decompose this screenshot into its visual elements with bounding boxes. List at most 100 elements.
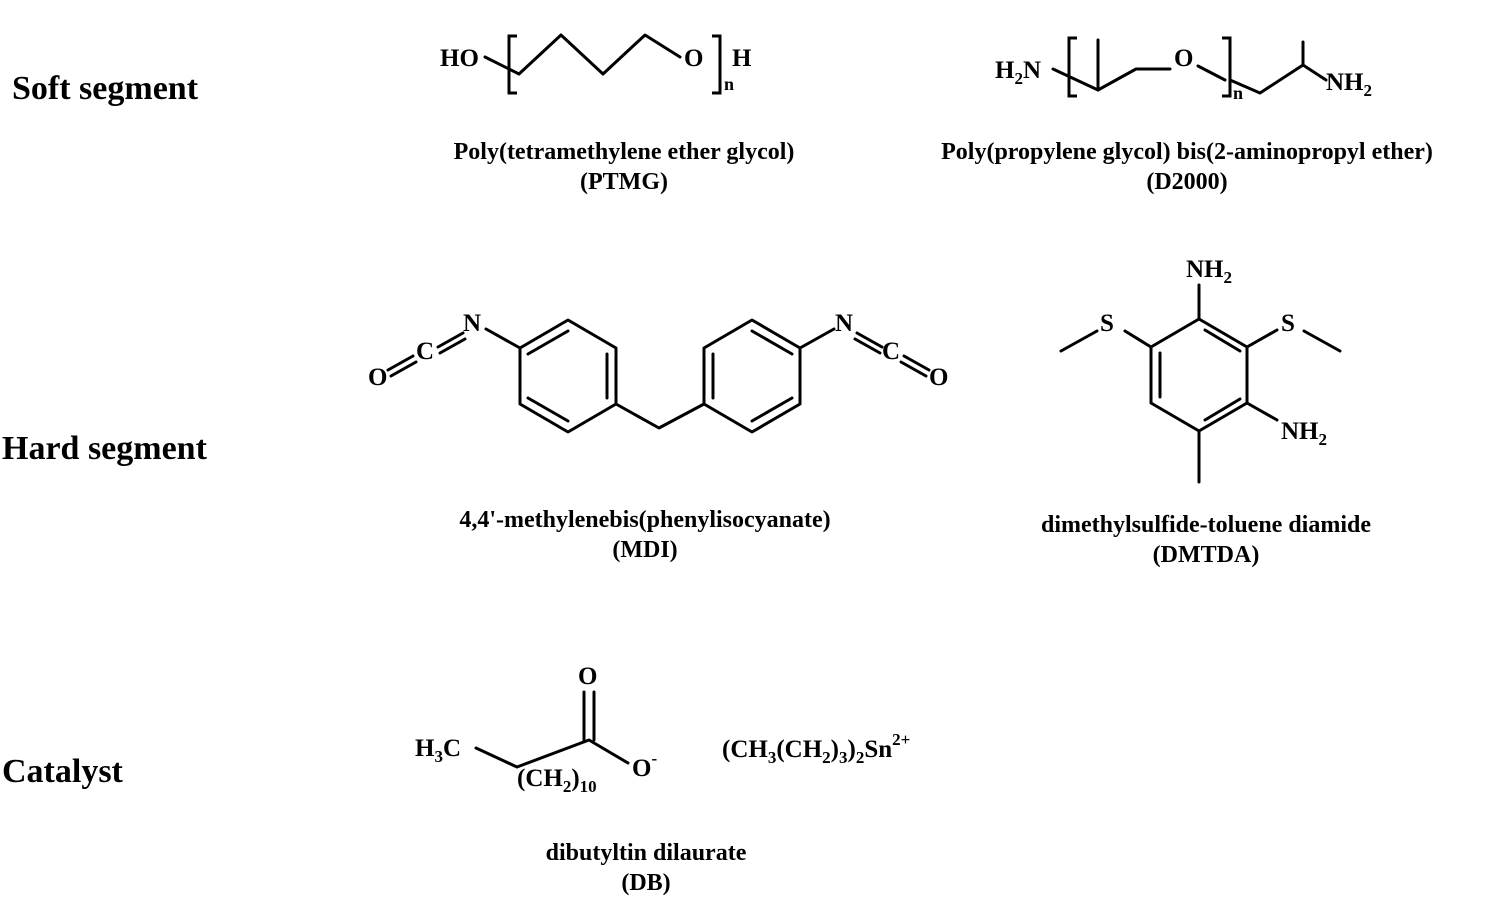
d2000-chain-bonds-a [1051, 67, 1172, 92]
db-ch2-label: (CH2)10 [517, 765, 597, 796]
mdi-cn-double-1b [438, 337, 467, 355]
dmtda-ring-dbl-b [1203, 397, 1242, 422]
ptmg-left-bracket [507, 34, 517, 95]
db-sn-p5: Sn [864, 736, 892, 763]
db-ch2-open: (CH [517, 765, 563, 792]
mdi-oc-double-1a [389, 360, 418, 378]
mdi-c2-label: C [882, 338, 900, 365]
mdi-ring-left [518, 318, 618, 434]
db-sn-charge: 2+ [892, 730, 910, 749]
d2000-h2n-n: N [1023, 57, 1041, 84]
db-sn-p2: (CH [776, 736, 822, 763]
mdi-n2-ring-bond [798, 327, 836, 350]
dmtda-name: dimethylsulfide-toluene diamide [1040, 512, 1372, 538]
dmtda-right-amine-bond [1245, 401, 1279, 422]
d2000-left-bracket [1067, 36, 1077, 98]
db-h3c-label: H3C [415, 735, 461, 766]
d2000-h2n-h: H [995, 57, 1015, 84]
dmtda-nh2-right-label: NH2 [1281, 418, 1327, 449]
d2000-right-bracket [1222, 36, 1232, 98]
dmtda-s1-label: S [1100, 310, 1114, 337]
mdi-o1-label: O [368, 364, 387, 391]
ptmg-right-bracket [712, 34, 722, 95]
dmtda-ring [1149, 317, 1249, 433]
dmtda-nh2-top-label: NH2 [1186, 256, 1232, 287]
soft-segment-heading: Soft segment [12, 70, 199, 107]
db-sn-s3: 3 [839, 748, 848, 767]
db-name: dibutyltin dilaurate [545, 840, 747, 866]
mdi-cn-double-1a [436, 331, 465, 349]
db-sn-s1: 3 [768, 748, 777, 767]
db-o-top-label: O [578, 663, 597, 690]
db-tin-cation-label: (CH3(CH2)3)2Sn2+ [722, 730, 910, 767]
mdi-n2-label: N [835, 310, 853, 337]
mdi-abbr: (MDI) [612, 537, 678, 563]
db-laurate-chain [474, 738, 630, 769]
ptmg-ho-label: HO [440, 45, 479, 72]
mdi-ring-left-dbl-a [526, 329, 570, 356]
dmtda-s2-ring-bond [1245, 328, 1279, 349]
ptmg-chain-bonds [483, 33, 682, 76]
db-abbr: (DB) [621, 870, 671, 896]
catalyst-heading: Catalyst [2, 753, 123, 790]
mdi-n1-label: N [463, 310, 481, 337]
ptmg-h-label: H [732, 45, 752, 72]
mdi-c1-label: C [416, 338, 434, 365]
ptmg-name: Poly(tetramethylene ether glycol) [453, 139, 795, 165]
dmtda-nh2-top-nh: NH [1186, 256, 1224, 283]
mdi-co-double-2b [899, 360, 928, 378]
mdi-n1-ring-bond [484, 327, 522, 350]
db-ch2-sub: 2 [563, 777, 572, 796]
dmtda-nh2-right-sub: 2 [1319, 430, 1328, 449]
d2000-nh2-nh: NH [1326, 69, 1364, 96]
mdi-nc-double-2a [855, 331, 884, 349]
ptmg-structure: HO O H n [440, 33, 752, 95]
d2000-caption: Poly(propylene glycol) bis(2-aminopropyl… [941, 137, 1433, 197]
mdi-ring-right-dbl-b [750, 329, 794, 356]
ptmg-abbr: (PTMG) [580, 169, 668, 195]
db-sn-s2: 2 [822, 748, 831, 767]
d2000-nh2-label: NH2 [1326, 69, 1372, 100]
mdi-methylene-bridge [614, 402, 706, 430]
db-structure: O H3C (CH2)10 O- (CH3(CH2)3)2Sn2+ [415, 663, 910, 796]
db-o-minus-o: O [632, 755, 651, 782]
mdi-nc-double-2b [853, 337, 882, 355]
db-o-minus-charge: - [651, 749, 657, 768]
ptmg-n-subscript: n [724, 74, 734, 94]
dmtda-s2-label: S [1281, 310, 1295, 337]
dmtda-ring-dbl-a [1203, 328, 1242, 353]
db-ch2-close: ) [571, 765, 579, 792]
d2000-abbr: (D2000) [1146, 169, 1228, 195]
db-o-minus-label: O- [632, 749, 657, 782]
d2000-structure: H2N O n NH2 [995, 36, 1372, 103]
db-sn-p3: ) [831, 736, 839, 763]
mdi-name: 4,4'-methylenebis(phenylisocyanate) [459, 507, 831, 533]
dmtda-s2-methyl [1302, 329, 1342, 353]
d2000-chain-bonds-c [1228, 63, 1328, 95]
d2000-h2n-label: H2N [995, 57, 1041, 88]
d2000-o-label: O [1174, 45, 1193, 72]
mdi-ring-right-dbl-c [750, 396, 794, 423]
mdi-caption: 4,4'-methylenebis(phenylisocyanate) (MDI… [459, 505, 830, 565]
db-caption: dibutyltin dilaurate (DB) [546, 838, 747, 898]
ptmg-o-label: O [684, 45, 703, 72]
db-sn-p4: ) [847, 736, 855, 763]
mdi-o2-label: O [929, 364, 948, 391]
mdi-ring-right [702, 318, 802, 434]
db-sn-p1: (CH [722, 736, 768, 763]
d2000-name: Poly(propylene glycol) bis(2-aminopropyl… [941, 139, 1433, 165]
dmtda-nh2-top-sub: 2 [1224, 268, 1233, 287]
hard-segment-heading: Hard segment [2, 430, 207, 467]
dmtda-s1-ring-bond [1123, 329, 1153, 349]
db-sn-s4: 2 [856, 748, 865, 767]
dmtda-nh2-right-nh: NH [1281, 418, 1319, 445]
db-ch2-count: 10 [580, 777, 597, 796]
dmtda-caption: dimethylsulfide-toluene diamide (DMTDA) [1041, 510, 1371, 570]
mdi-oc-double-1b [386, 354, 415, 372]
d2000-chain-bonds-b [1196, 64, 1227, 82]
dmtda-s1-methyl [1059, 329, 1099, 353]
db-h3c-h: H [415, 735, 435, 762]
dmtda-abbr: (DMTDA) [1152, 542, 1260, 568]
dmtda-structure: NH2 S S NH2 [1059, 256, 1342, 484]
